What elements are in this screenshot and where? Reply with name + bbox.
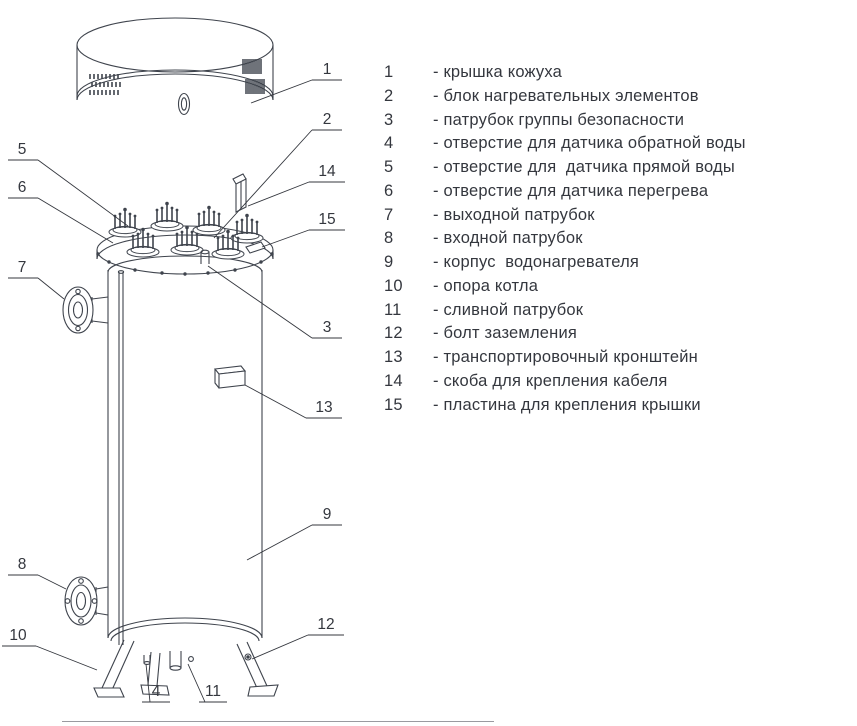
callout-number-14: 14 <box>318 163 336 180</box>
callout-number-9: 9 <box>323 506 332 523</box>
legend-item-number: 6 <box>384 181 394 200</box>
legend-item-number: 14 <box>384 371 403 390</box>
legend-item-label: - отверстие для датчика перегрева <box>433 181 709 200</box>
cover-handle <box>179 94 190 115</box>
legend-item-label: - пластина для крепления крышки <box>433 395 701 414</box>
grounding-bolt <box>245 654 251 660</box>
water-heater-drawing: 1 2 14 15 3 13 9 12 5 6 7 8 10 4 11 <box>0 0 380 726</box>
vent-louvers-left-icon <box>90 74 120 95</box>
legend-item-number: 13 <box>384 348 403 366</box>
callout-leader-lines <box>2 80 345 702</box>
legend-item: 10 - опора котла <box>384 275 746 299</box>
callout-number-4: 4 <box>152 683 161 700</box>
legend-item-number: 1 <box>384 63 394 81</box>
callout-number-5: 5 <box>18 141 27 158</box>
callout-number-13: 13 <box>315 399 332 416</box>
cover-fixing-plate <box>246 242 265 253</box>
legend-item-number: 15 <box>384 395 403 414</box>
legend-item-label: - сливной патрубок <box>433 300 584 319</box>
legend-item: 8 - входной патрубок <box>384 227 746 251</box>
legend-item-number: 8 <box>384 229 394 248</box>
legend-item: 9 - корпус водонагревателя <box>384 251 746 275</box>
page-edge-line <box>62 721 494 722</box>
legend-item: 3 - патрубок группы безопасности <box>384 109 746 133</box>
legend-item: 13 - транспортировочный кронштейн <box>384 346 746 370</box>
callout-number-7: 7 <box>18 259 27 276</box>
legend-item: 7 - выходной патрубок <box>384 204 746 228</box>
legend-item-number: 12 <box>384 324 403 343</box>
legend-item-number: 10 <box>384 276 403 295</box>
legend-item-label: - скоба для крепления кабеля <box>433 371 668 390</box>
legend-item-number: 11 <box>384 300 402 319</box>
legend-item-label: - отверстие для датчика обратной воды <box>433 134 746 153</box>
callout-number-10: 10 <box>9 627 27 644</box>
legend-item: 6 - отверстие для датчика перегрева <box>384 180 746 204</box>
legend-item: 14 - скоба для крепления кабеля <box>384 370 746 394</box>
inlet-pipe-flange <box>65 577 108 625</box>
legend-item-label: - блок нагревательных элементов <box>433 86 699 105</box>
callout-number-15: 15 <box>318 211 335 228</box>
legend-item-number: 9 <box>384 253 394 271</box>
flange-nuts <box>96 252 274 276</box>
legend-item: 2 - блок нагревательных элементов <box>384 85 746 109</box>
cover <box>77 18 273 115</box>
safety-group-port <box>201 250 209 264</box>
legend-item-number: 7 <box>384 205 394 224</box>
legend-item-label: - транспортировочный кронштейн <box>433 348 698 366</box>
tank-body <box>96 226 274 645</box>
callout-number-2: 2 <box>323 111 332 128</box>
transport-bracket <box>215 366 245 388</box>
callout-number-11: 11 <box>205 683 221 700</box>
legend-item: 5 - отверстие для датчика прямой воды <box>384 156 746 180</box>
legend-item: 1 - крышка кожуха <box>384 61 746 85</box>
legend-item-number: 5 <box>384 158 394 176</box>
parts-legend: 1 - крышка кожуха 2 - блок нагревательны… <box>384 61 746 417</box>
return-water-sensor-hole <box>144 655 150 664</box>
cable-bracket <box>233 174 246 212</box>
legend-item: 11 - сливной патрубок <box>384 299 746 323</box>
legend-item-label: - входной патрубок <box>433 229 583 248</box>
legend-item-label: - болт заземления <box>433 324 578 343</box>
outlet-pipe-flange <box>63 287 108 333</box>
legend-item-number: 2 <box>384 86 394 105</box>
legend-item-label: - патрубок группы безопасности <box>433 110 685 129</box>
vent-louvers-right-icon <box>243 59 264 94</box>
callout-numbers: 1 2 14 15 3 13 9 12 5 6 7 8 10 4 11 <box>9 61 336 700</box>
callout-number-3: 3 <box>323 319 332 336</box>
callout-number-6: 6 <box>18 179 27 196</box>
sensor-tube <box>118 271 123 645</box>
drain-pipe <box>170 651 193 670</box>
callout-number-8: 8 <box>18 556 27 573</box>
legend-item-label: - корпус водонагревателя <box>433 253 640 271</box>
legend-item: 15 - пластина для крепления крышки <box>384 394 746 418</box>
legend-item-number: 3 <box>384 110 394 129</box>
legend-item: 12 - болт заземления <box>384 322 746 346</box>
legs <box>94 640 278 697</box>
legend-item-label: - опора котла <box>433 276 539 295</box>
callout-number-12: 12 <box>317 616 334 633</box>
legend-item-number: 4 <box>384 134 394 153</box>
legend-item-label: - выходной патрубок <box>433 205 595 224</box>
legend-item-label: - крышка кожуха <box>433 63 563 81</box>
callout-number-1: 1 <box>323 61 332 78</box>
legend-item-label: - отверстие для датчика прямой воды <box>433 158 735 176</box>
legend-item: 4 - отверстие для датчика обратной воды <box>384 132 746 156</box>
